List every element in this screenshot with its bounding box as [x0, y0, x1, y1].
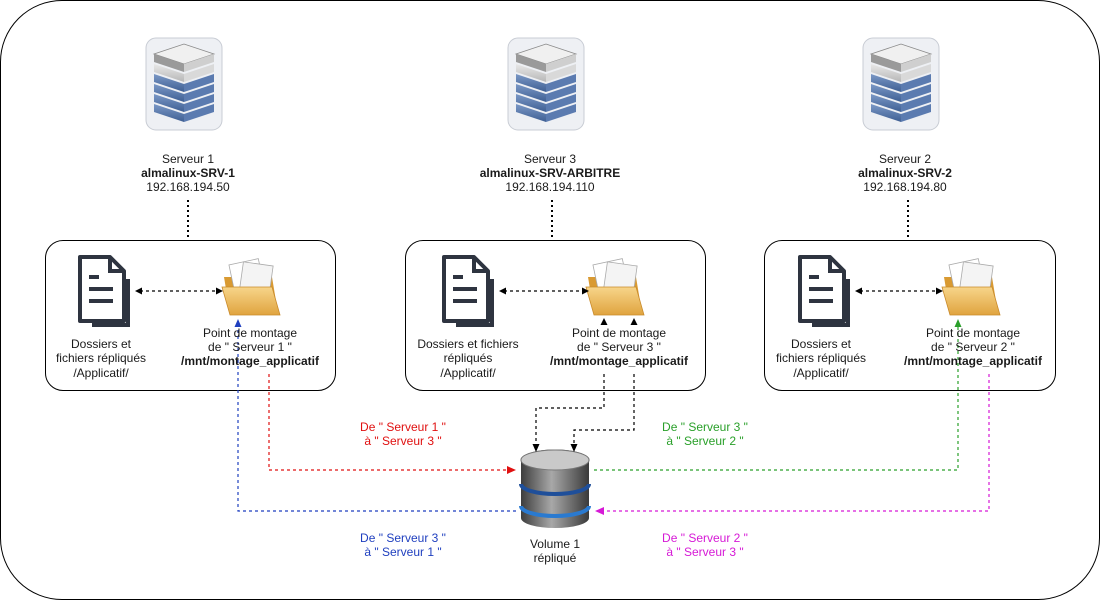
server-3-ip: 192.168.194.110 [505, 180, 595, 194]
server-3-node-box [405, 240, 706, 391]
database-icon [519, 449, 591, 528]
flow-label-line: à " Serveur 2 " [666, 434, 744, 448]
flow-3-to-1 [237, 327, 516, 512]
flow-label-line: De " Serveur 3 " [360, 531, 446, 545]
mount-path: /mnt/montage_applicatif [180, 354, 320, 368]
server-2-ip: 192.168.194.80 [863, 180, 947, 194]
flow-label-3-to-1: De " Serveur 3 " à " Serveur 1 " [343, 531, 463, 559]
mount-server-label: de " Serveur 1 " [208, 340, 292, 354]
folder-label: Dossiers et fichiers répliqués [55, 337, 147, 365]
mount-path: /mnt/montage_applicatif [903, 354, 1043, 368]
flow-label-line: à " Serveur 3 " [666, 545, 744, 559]
server-1-title: Serveur 1 [161, 152, 215, 166]
folder-icon [221, 258, 281, 316]
flow-label-3-to-2: De " Serveur 3 " à " Serveur 2 " [645, 420, 765, 448]
mount-label: Point de montage [925, 326, 1021, 340]
server-1-ip: 192.168.194.50 [146, 180, 230, 194]
volume-sublabel: répliqué [533, 551, 577, 565]
flow-label-line: De " Serveur 2 " [662, 531, 748, 545]
flow-label-1-to-3: De " Serveur 1 " à " Serveur 3 " [343, 420, 463, 448]
server-1-node-box [45, 240, 336, 391]
server-3-hostname: almalinux-SRV-ARBITRE [479, 166, 621, 180]
folder-icon [585, 258, 645, 316]
server-2-icon [862, 37, 940, 131]
flow-label-line: à " Serveur 3 " [364, 434, 442, 448]
folder-label: Dossiers et fichiers répliqués [417, 337, 519, 365]
flow-label-line: De " Serveur 3 " [662, 420, 748, 434]
mount-server-label: de " Serveur 3 " [577, 340, 661, 354]
mount-label: Point de montage [202, 326, 298, 340]
mount-server-label: de " Serveur 2 " [931, 340, 1015, 354]
flow-3-to-2 [594, 327, 959, 471]
folder-label: Dossiers et fichiers répliqués [775, 337, 867, 365]
document-icon [78, 255, 130, 327]
flow-label-line: à " Serveur 1 " [364, 545, 442, 559]
document-icon [798, 255, 850, 327]
flow-1-to-3 [268, 374, 508, 471]
volume-label: Volume 1 [529, 537, 581, 551]
mount-path: /mnt/montage_applicatif [549, 354, 689, 368]
server-3-icon [507, 37, 585, 131]
server-1-hostname: almalinux-SRV-1 [141, 166, 235, 180]
mount-label: Point de montage [571, 326, 667, 340]
server-3-title: Serveur 3 [523, 152, 577, 166]
folder-path: /Applicatif/ [793, 366, 849, 380]
server-3-volume-links [535, 374, 635, 446]
document-icon [442, 255, 494, 327]
folder-path: /Applicatif/ [440, 366, 496, 380]
server-2-node-box [764, 240, 1056, 391]
folder-icon [941, 258, 1001, 316]
folder-path: /Applicatif/ [73, 366, 129, 380]
flow-label-2-to-3: De " Serveur 2 " à " Serveur 3 " [645, 531, 765, 559]
server-1-icon [145, 37, 223, 131]
server-2-title: Serveur 2 [878, 152, 932, 166]
flow-label-line: De " Serveur 1 " [360, 420, 446, 434]
server-2-hostname: almalinux-SRV-2 [858, 166, 952, 180]
